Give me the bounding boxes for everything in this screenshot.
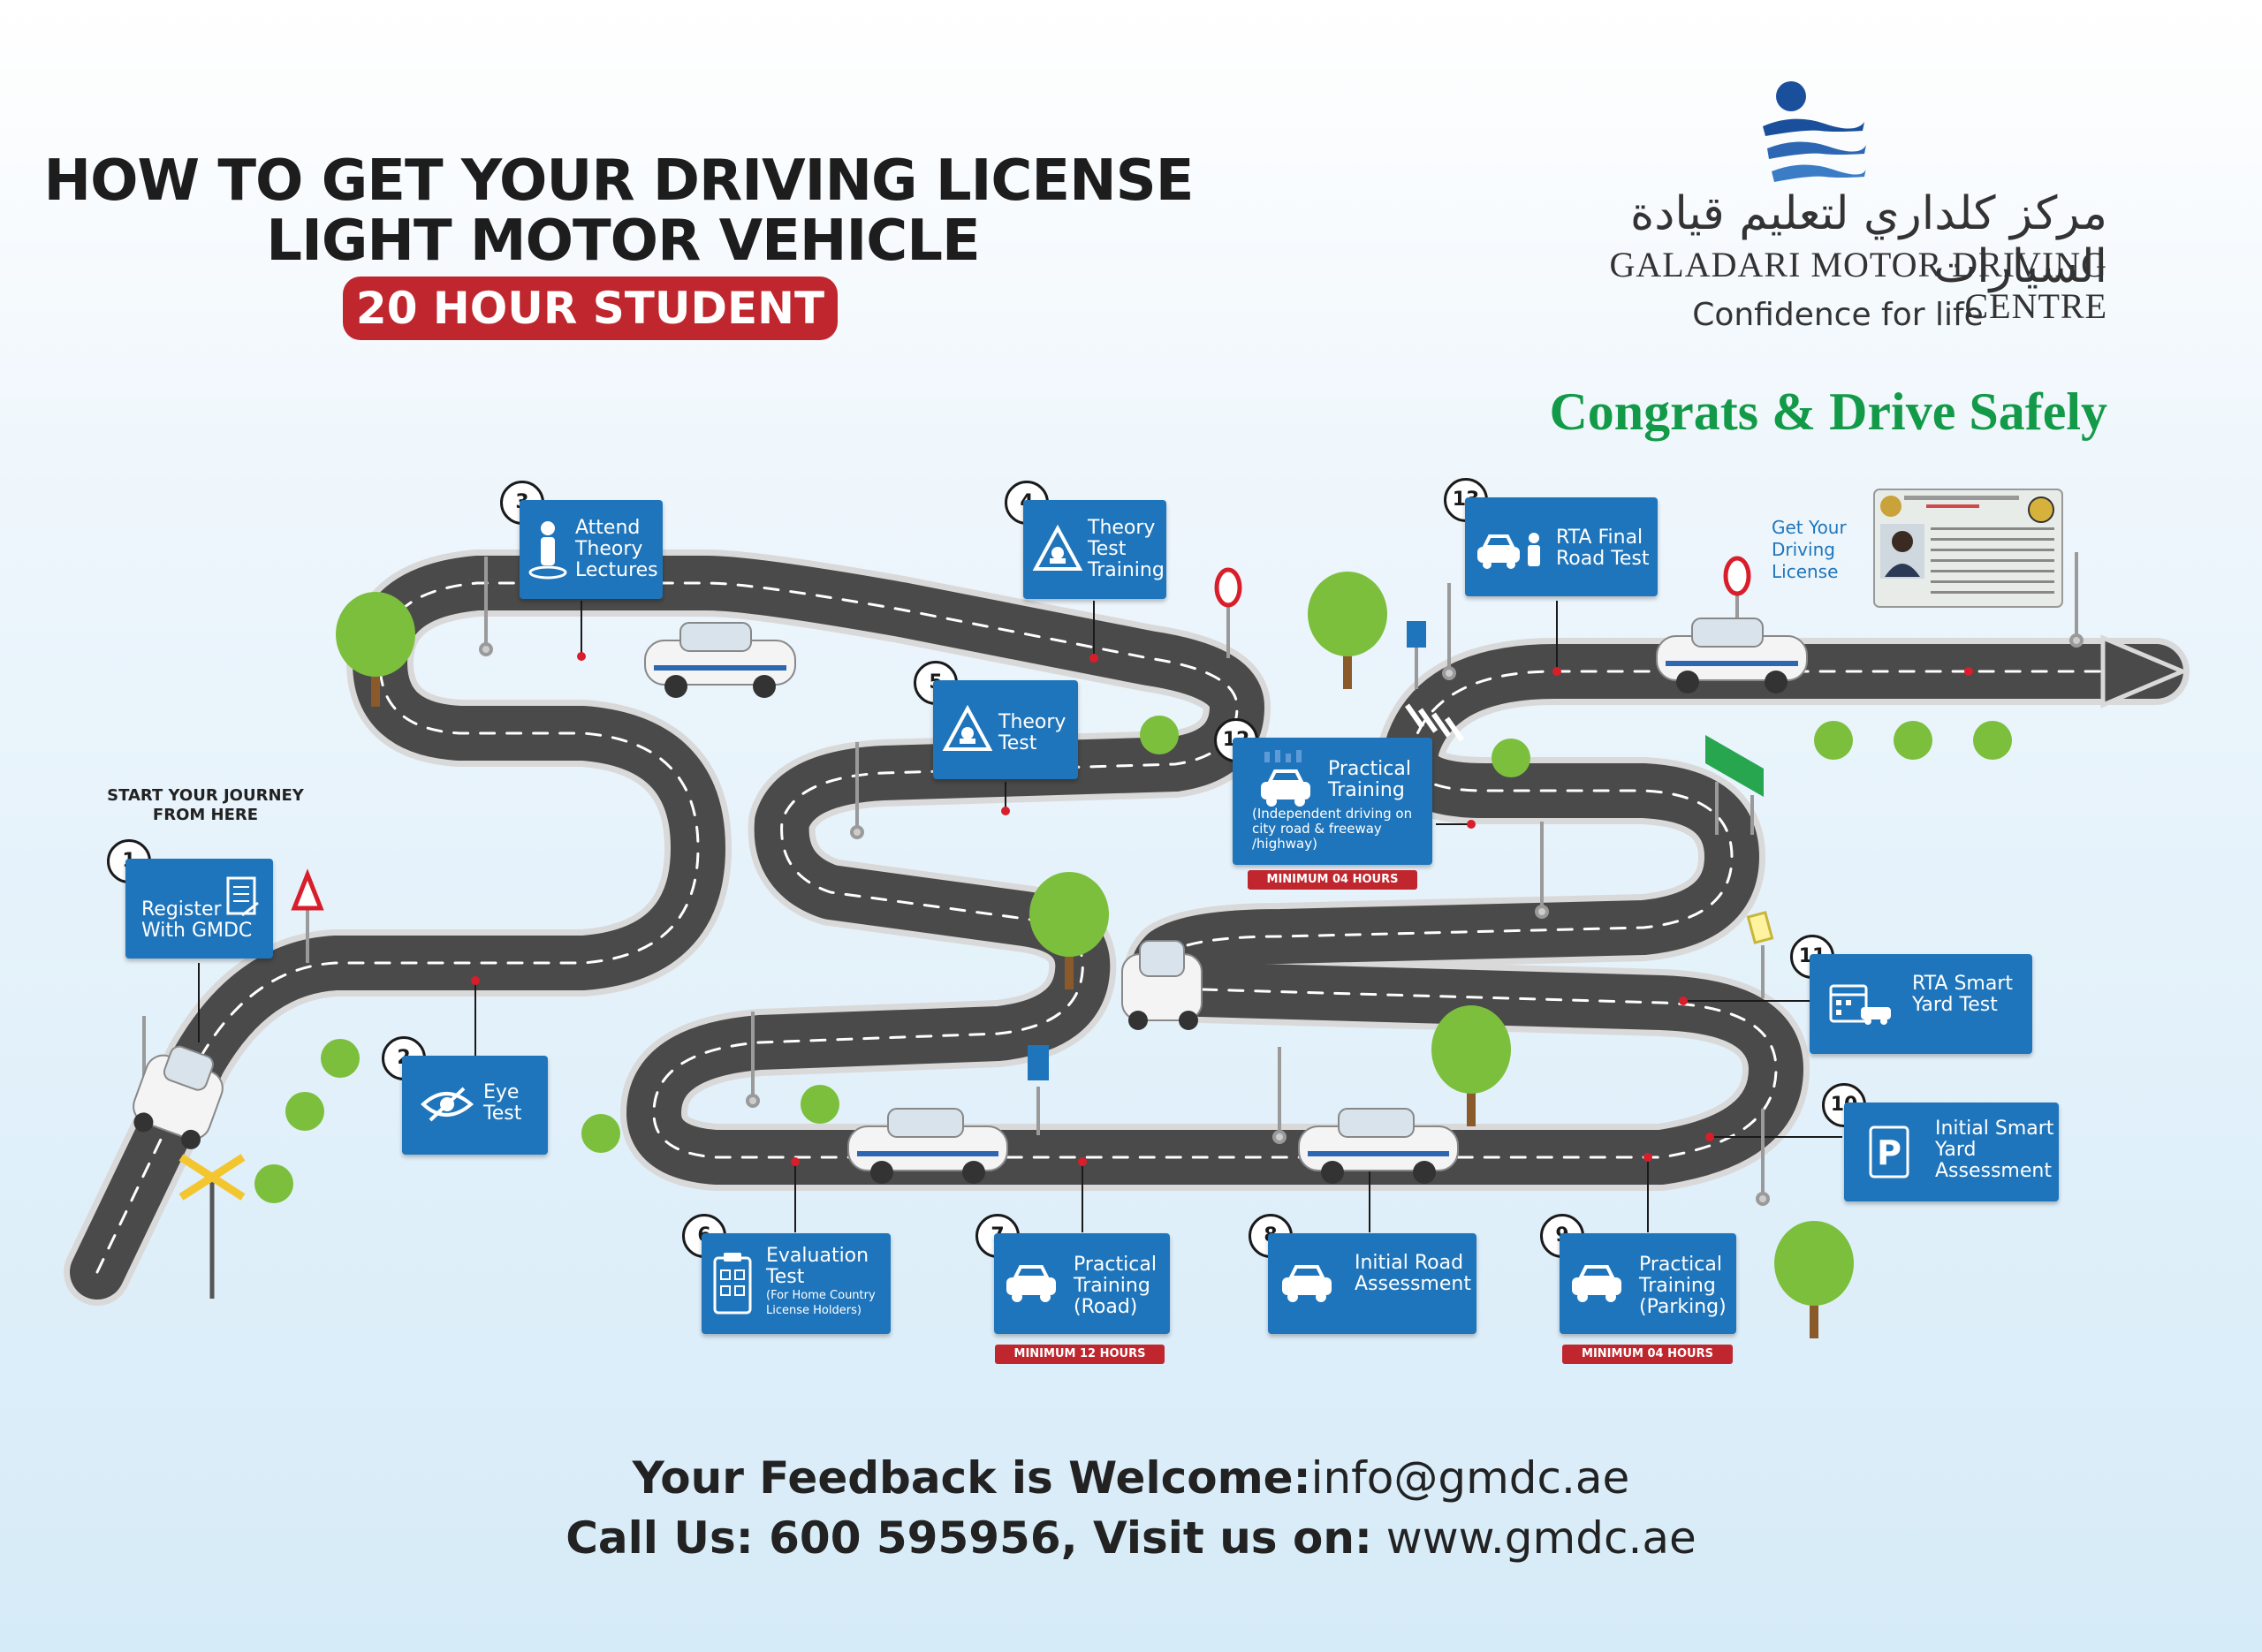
feedback-email[interactable]: info@gmdc.ae xyxy=(1310,1452,1630,1504)
warning-sign-icon xyxy=(1032,525,1083,571)
car-officer-icon xyxy=(1477,533,1540,569)
svg-text:P: P xyxy=(1877,1133,1901,1172)
gmdc-logo-icon xyxy=(1763,81,1866,182)
checklist-icon xyxy=(713,1253,752,1315)
driving-license-card-icon xyxy=(1873,489,2063,608)
step-3-attend-lectures[interactable]: Attend Theory Lectures xyxy=(520,500,663,599)
car-icon xyxy=(1282,1265,1332,1302)
website-link[interactable]: www.gmdc.ae xyxy=(1371,1512,1696,1564)
step-6-evaluation-test[interactable]: Evaluation Test (For Home Country Licens… xyxy=(702,1233,891,1334)
title-line-1: HOW TO GET YOUR DRIVING LICENSE xyxy=(43,148,1195,214)
step-11-label: RTA Smart Yard Test xyxy=(1912,973,2014,1016)
car-icons xyxy=(133,618,1808,1184)
step-10-label: Initial Smart Yard Assessment xyxy=(1935,1118,2054,1182)
step-12-practical-training[interactable]: Practical Training (Independent driving … xyxy=(1233,738,1432,865)
step-7-label: Practical Training (Road) xyxy=(1074,1254,1157,1318)
step-9-label: Practical Training (Parking) xyxy=(1639,1254,1727,1318)
step-12-sublabel: (Independent driving on city road & free… xyxy=(1252,806,1413,852)
step-5-theory-test[interactable]: Theory Test xyxy=(933,680,1078,779)
crosswalk xyxy=(1405,703,1465,742)
car-icon xyxy=(1261,750,1310,807)
step-13-label: RTA Final Road Test xyxy=(1556,527,1650,570)
contact-line: Call Us: 600 595956, Visit us on: www.gm… xyxy=(0,1512,2262,1564)
get-license-label: Get Your Driving License xyxy=(1772,517,1847,582)
step-3-label: Attend Theory Lectures xyxy=(575,517,658,581)
person-icon xyxy=(528,521,567,580)
step-12-label: Practical Training xyxy=(1328,758,1411,801)
step-2-label: Eye Test xyxy=(483,1081,522,1125)
step-8-label: Initial Road Assessment xyxy=(1355,1252,1471,1295)
step-6-label: Evaluation Test xyxy=(766,1245,869,1288)
eye-icon xyxy=(421,1087,474,1122)
step-8-initial-road-assessment[interactable]: Initial Road Assessment xyxy=(1268,1233,1476,1334)
step-1-register[interactable]: Register With GMDC xyxy=(125,859,273,959)
step-2-eye-test[interactable]: Eye Test xyxy=(402,1056,548,1155)
step-1-label: Register With GMDC xyxy=(141,898,253,942)
car-icon xyxy=(1572,1265,1621,1302)
title-line-2: LIGHT MOTOR VEHICLE xyxy=(266,208,980,274)
congrats-text: Congrats & Drive Safely xyxy=(1549,383,2107,441)
logo-english-name: GALADARI MOTOR DRIVING CENTRE xyxy=(1609,245,2107,326)
connectors xyxy=(198,601,1842,1232)
logo-arabic-name: مركز كلداري لتعليم قيادة السيارات xyxy=(1629,187,2107,293)
contact-label: Call Us: 600 595956, Visit us on: xyxy=(566,1512,1372,1564)
step-4-theory-training[interactable]: Theory Test Training xyxy=(1023,500,1166,599)
tree-icons xyxy=(254,572,2012,1338)
step-11-rta-smart-yard-test[interactable]: RTA Smart Yard Test xyxy=(1810,954,2032,1054)
logo-tagline: Confidence for life xyxy=(1692,297,1984,333)
step-13-rta-final-road-test[interactable]: RTA Final Road Test xyxy=(1465,497,1658,596)
step-9-practical-parking[interactable]: Practical Training (Parking) xyxy=(1560,1233,1736,1334)
road-arrow-head xyxy=(2100,634,2189,709)
step-10-initial-smart-yard[interactable]: P Initial Smart Yard Assessment xyxy=(1844,1103,2059,1201)
step-12-min-hours: MINIMUM 04 HOURS xyxy=(1248,870,1417,890)
step-9-min-hours: MINIMUM 04 HOURS xyxy=(1562,1345,1733,1364)
student-badge: 20 HOUR STUDENT xyxy=(343,277,838,340)
step-6-sublabel: (For Home Country License Holders) xyxy=(766,1289,876,1317)
road-sign-icons xyxy=(178,556,1774,1299)
start-label: START YOUR JOURNEY FROM HERE xyxy=(107,786,304,824)
calendar-car-icon xyxy=(1829,984,1891,1025)
step-7-min-hours: MINIMUM 12 HOURS xyxy=(995,1345,1165,1364)
step-7-practical-road[interactable]: Practical Training (Road) xyxy=(994,1233,1170,1334)
parking-icon: P xyxy=(1869,1125,1909,1178)
step-5-label: Theory Test xyxy=(998,711,1066,754)
red-dots xyxy=(471,652,1973,1166)
feedback-line: Your Feedback is Welcome:info@gmdc.ae xyxy=(0,1452,2262,1504)
step-4-label: Theory Test Training xyxy=(1088,517,1165,581)
register-form-icon xyxy=(226,876,259,917)
feedback-label: Your Feedback is Welcome: xyxy=(632,1452,1311,1504)
car-icon xyxy=(1006,1265,1056,1302)
warning-sign-icon xyxy=(942,705,993,751)
